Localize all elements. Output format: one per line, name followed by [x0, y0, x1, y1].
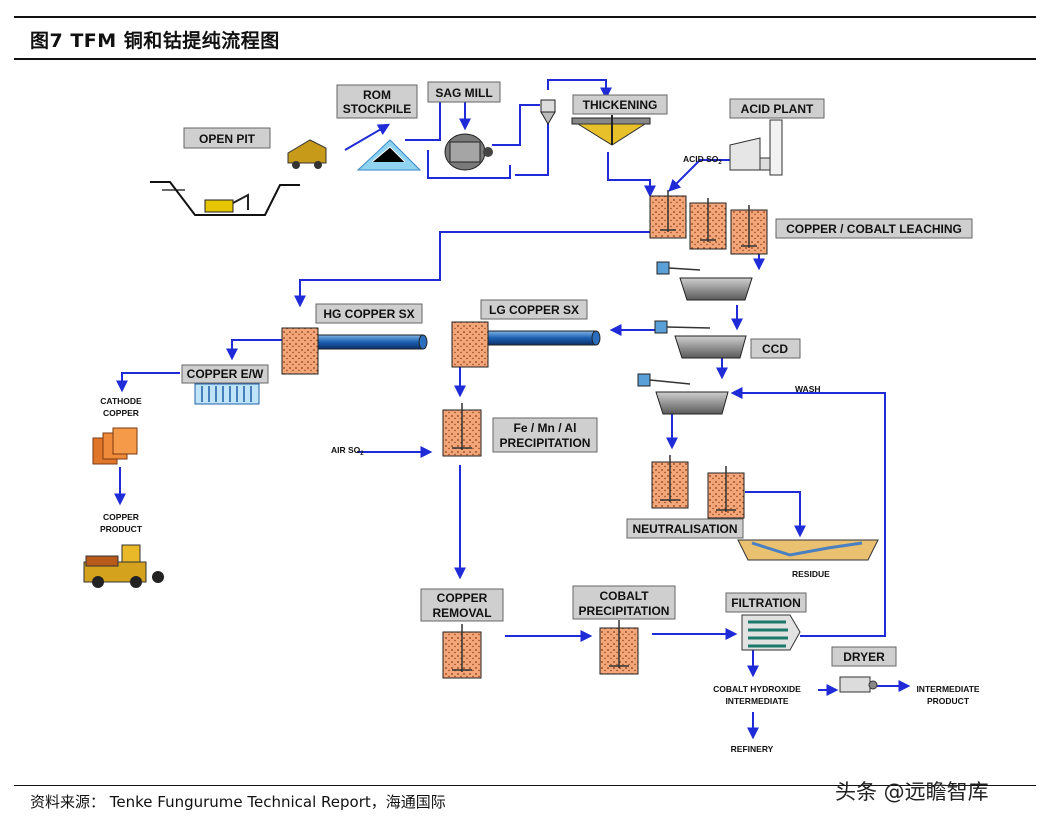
wash-label: WASH — [795, 384, 821, 394]
svg-text:HG COPPER SX: HG COPPER SX — [323, 307, 414, 321]
fe-mn-al-tank — [442, 403, 482, 457]
thickening-label: THICKENING — [572, 94, 668, 115]
intermediate-product-line2: PRODUCT — [927, 696, 970, 706]
svg-text:PRECIPITATION: PRECIPITATION — [500, 436, 591, 450]
cathode-copper-line2: COPPER — [103, 408, 139, 418]
residue-label: RESIDUE — [792, 569, 830, 579]
source-note: 资料来源： Tenke Fungurume Technical Report，海… — [30, 793, 446, 811]
copper-product-line2: PRODUCT — [100, 524, 143, 534]
svg-text:LG COPPER SX: LG COPPER SX — [489, 303, 579, 317]
cyclone-icon — [540, 99, 556, 125]
svg-text:Fe / Mn / Al: Fe / Mn / Al — [514, 421, 577, 435]
leaching-label: COPPER / COBALT LEACHING — [775, 218, 973, 239]
svg-text:ACID PLANT: ACID PLANT — [741, 102, 814, 116]
dryer-icon — [839, 676, 878, 693]
neutralisation-tanks — [651, 455, 745, 519]
svg-text:PRECIPITATION: PRECIPITATION — [579, 604, 670, 618]
refinery-label: REFINERY — [731, 744, 774, 754]
sag-mill-icon — [444, 133, 493, 171]
svg-text:DRYER: DRYER — [843, 650, 885, 664]
fe-mn-al-label: Fe / Mn / Al PRECIPITATION — [492, 417, 598, 453]
svg-text:CCD: CCD — [762, 342, 788, 356]
electrowinning-icon — [194, 383, 260, 405]
header-top-rule — [14, 16, 1036, 18]
hg-copper-sx-unit — [281, 327, 428, 375]
svg-text:FILTRATION: FILTRATION — [731, 596, 801, 610]
ccd-thickener-3 — [637, 373, 729, 415]
filter-press-icon — [741, 614, 801, 651]
cathode-copper-line1: CATHODE — [100, 396, 142, 406]
stockpile-icon — [356, 139, 422, 171]
svg-text:COPPER: COPPER — [437, 591, 488, 605]
cathode-copper-icon — [92, 427, 138, 465]
intermediate-product-line1: INTERMEDIATE — [916, 684, 979, 694]
air-so2-label: AIR SO2 — [331, 445, 364, 457]
header-bottom-rule — [14, 58, 1036, 60]
svg-text:THICKENING: THICKENING — [583, 98, 658, 112]
ccd-label: CCD — [750, 338, 801, 359]
flow-lines — [114, 79, 911, 740]
leach-tanks — [649, 190, 768, 255]
svg-text:REMOVAL: REMOVAL — [432, 606, 491, 620]
cobalt-precipitation-label: COBALT PRECIPITATION — [572, 585, 676, 620]
acid-plant-icon — [729, 119, 783, 176]
cobalt-hydroxide-line2: INTERMEDIATE — [725, 696, 788, 706]
svg-text:COBALT: COBALT — [599, 589, 649, 603]
watermark: 头条 @远瞻智库 — [835, 780, 989, 804]
sag-mill-label: SAG MILL — [427, 81, 501, 103]
residue-pond-icon — [737, 539, 879, 561]
ccd-thickener-1 — [656, 261, 753, 301]
svg-text:STOCKPILE: STOCKPILE — [343, 102, 411, 116]
copper-removal-tank — [442, 624, 482, 679]
svg-text:OPEN PIT: OPEN PIT — [199, 132, 256, 146]
svg-text:COPPER / COBALT LEACHING: COPPER / COBALT LEACHING — [786, 222, 962, 236]
svg-text:COPPER E/W: COPPER E/W — [187, 367, 264, 381]
copper-ew-label: COPPER E/W — [181, 364, 269, 384]
neutralisation-label: NEUTRALISATION — [626, 518, 744, 539]
hg-copper-sx-label: HG COPPER SX — [315, 303, 423, 324]
svg-text:SAG MILL: SAG MILL — [435, 86, 492, 100]
lg-copper-sx-unit — [451, 321, 601, 368]
acid-plant-label: ACID PLANT — [729, 98, 825, 119]
open-pit-icon — [150, 181, 300, 216]
cobalt-hydroxide-line1: COBALT HYDROXIDE — [713, 684, 801, 694]
ccd-thickener-2 — [654, 320, 747, 359]
open-pit-label: OPEN PIT — [183, 127, 271, 149]
haul-truck-icon — [287, 139, 327, 169]
svg-text:ROM: ROM — [363, 88, 391, 102]
dryer-label: DRYER — [831, 646, 897, 667]
copper-removal-label: COPPER REMOVAL — [420, 588, 504, 622]
footer-rule — [14, 785, 1036, 786]
figure-title: 图7 TFM 铜和钴提纯流程图 — [30, 30, 280, 52]
thickener-icon — [571, 115, 651, 146]
filtration-label: FILTRATION — [725, 592, 807, 613]
acid-so2-label: ACID SO2 — [683, 154, 722, 166]
copper-product-line1: COPPER — [103, 512, 139, 522]
copper-truck-icon — [83, 544, 164, 588]
cobalt-precipitation-tank — [599, 620, 639, 675]
lg-copper-sx-label: LG COPPER SX — [480, 299, 588, 320]
rom-stockpile-label: ROM STOCKPILE — [336, 84, 418, 119]
svg-text:NEUTRALISATION: NEUTRALISATION — [632, 522, 737, 536]
